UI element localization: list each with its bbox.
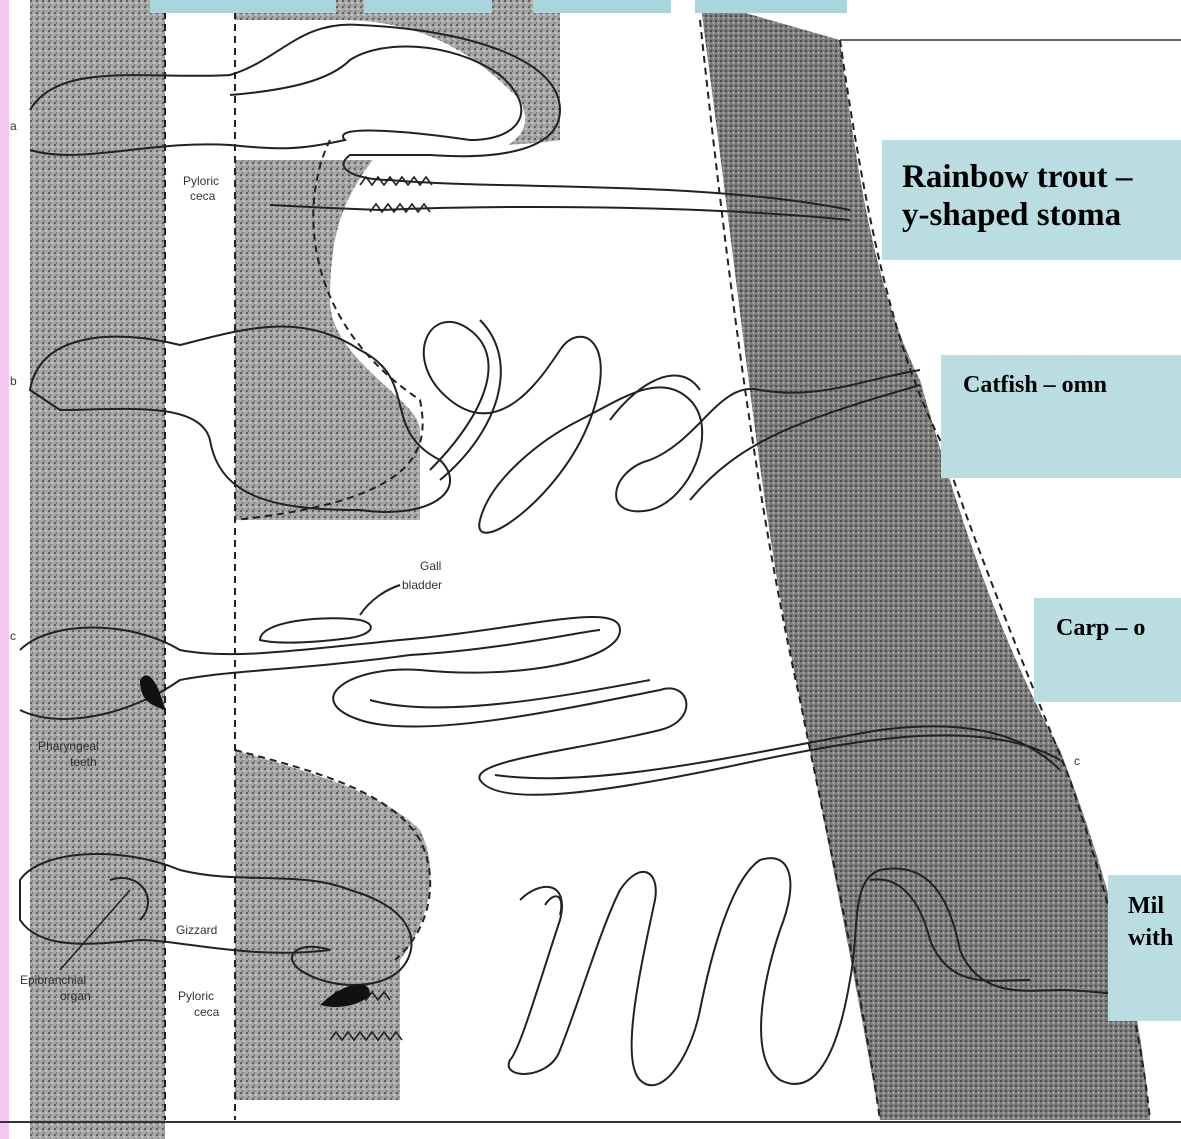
header-tab-3 [533,0,671,13]
side-letter-a: a [10,119,17,133]
label-rainbow-trout: Rainbow trout – y-shaped stoma [882,140,1181,260]
label-milkfish-line1: Mil [1128,890,1181,922]
epibranchial-label: Epibranchial [20,973,86,987]
side-letter-c: c [10,629,16,643]
label-carp: Carp – o [1034,598,1181,702]
pharyngeal-label: Pharyngeal [38,739,99,753]
pyloric-ceca-label-top: Pyloric [183,174,219,188]
label-catfish-text: Catfish – omn [963,372,1107,398]
header-tab-2 [364,0,492,13]
region-d-shading [235,750,430,1100]
header-tab-4 [695,0,847,13]
gizzard-label: Gizzard [176,923,217,937]
label-rainbow-trout-line1: Rainbow trout – [902,158,1181,196]
label-rainbow-trout-line2: y-shaped stoma [902,196,1181,234]
label-catfish: Catfish – omn [941,355,1181,478]
side-letter-b: b [10,374,17,388]
label-carp-text: Carp – o [1056,615,1145,641]
pharyngeal-label-2: teeth [70,755,97,769]
gall-bladder [260,618,371,642]
gall-label: Gall [420,559,441,573]
left-border [0,0,9,1139]
pyloric-ceca-label-bottom-2: ceca [194,1005,220,1019]
pyloric-ceca-label-bottom: Pyloric [178,989,214,1003]
epibranchial-label-2: organ [60,989,91,1003]
left-column-shading [30,0,165,1139]
gall-label-2: bladder [402,578,442,592]
side-letter-c-right: c [1074,754,1080,768]
header-tab-1 [150,0,336,13]
pyloric-ceca-label-top-2: ceca [190,189,216,203]
label-milkfish-line2: with [1128,922,1181,954]
label-milkfish: Mil with [1108,875,1181,1021]
